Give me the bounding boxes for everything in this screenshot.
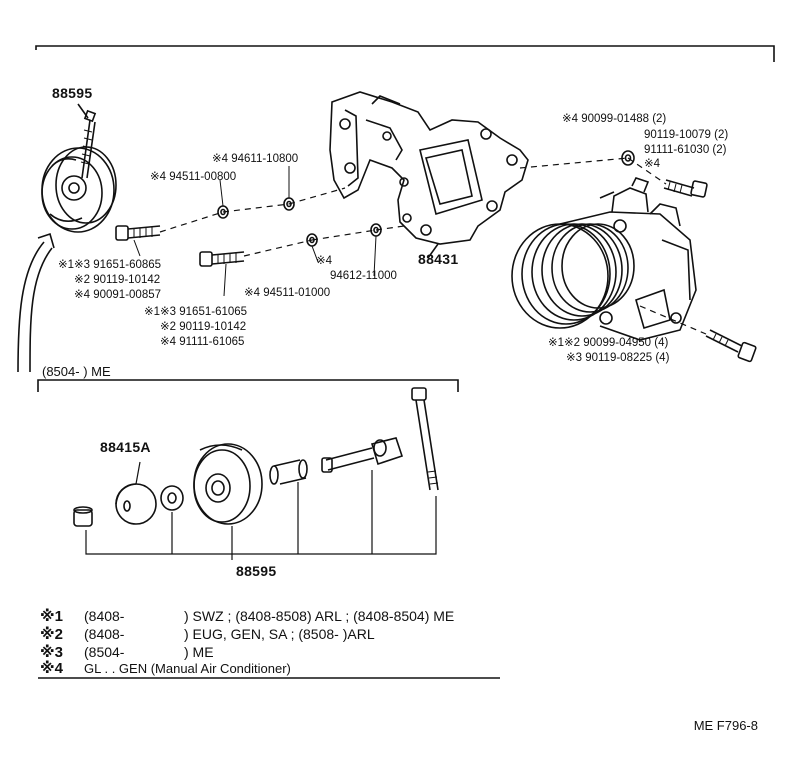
label-91651-61065: ※1※3 91651-61065 (144, 306, 248, 318)
note-3: ※3 (8504- ) ME (40, 644, 214, 661)
label-idler-assy: 88415A (100, 439, 151, 455)
label-90091-00857: ※4 90091-00857 (74, 289, 162, 301)
label-pulley-top: 88595 (52, 85, 93, 101)
note-4-mark: ※4 (40, 660, 63, 677)
pulley-top-bolt (80, 109, 97, 179)
frame-top-line (35, 45, 775, 62)
compressor-illustration (511, 177, 697, 341)
note-1-mark: ※1 (40, 608, 63, 625)
note-1-text1: (8408- (84, 608, 125, 624)
label-94611-10800: ※4 94611-10800 (212, 153, 299, 165)
label-94612-11000: 94612-11000 (330, 270, 397, 282)
note-3-text2: ) ME (184, 644, 214, 660)
label-90119-10142-b: ※2 90119-10142 (160, 321, 247, 333)
curved-arrow (17, 232, 55, 373)
pulley-top-illustration (41, 146, 117, 233)
bolt-right-61030 (663, 179, 708, 198)
label-90119-10079: 90119-10079 (2) (644, 129, 729, 141)
label-91651-60865: ※1※3 91651-60865 (58, 259, 162, 271)
bottom-connector-lines (85, 461, 437, 560)
label-pulley-bottom: 88595 (236, 563, 277, 579)
label-90119-10142-a: ※2 90119-10142 (74, 274, 161, 286)
note-1: ※1 (8408- ) SWZ ; (8408-8508) ARL ; (8408-… (40, 608, 454, 625)
label-mark-4: ※4 (316, 255, 333, 267)
label-bracket: 88431 (418, 251, 459, 267)
note-4-text1: GL . . GEN (Manual Air Conditioner) (84, 661, 291, 676)
label-90099-04950: ※1※2 90099-04950 (4) (548, 337, 669, 349)
note-4: ※4 GL . . GEN (Manual Air Conditioner) (40, 661, 291, 677)
label-94511-00800: ※4 94511-00800 (150, 171, 237, 183)
label-91111-61030: 91111-61030 (2) (644, 144, 727, 156)
label-94511-01000: ※4 94511-01000 (244, 287, 331, 299)
idler-parts (73, 387, 439, 527)
bolt-61065 (199, 251, 245, 267)
note-1-text2: ) SWZ ; (8408-8508) ARL ; (8408-8504) ME (184, 608, 455, 624)
label-90099-01488: ※4 90099-01488 (2) (562, 113, 667, 125)
bolt-60865 (115, 225, 161, 241)
bolt-lower-right (705, 329, 757, 363)
label-mark-4-right: ※4 (644, 158, 661, 170)
note-2-mark: ※2 (40, 626, 63, 643)
note-2-text1: (8408- (84, 626, 125, 642)
figure-code: ME F796-8 (693, 718, 758, 733)
bracket-illustration (329, 91, 529, 245)
note-3-text1: (8504- (84, 644, 125, 660)
note-2-text2: ) EUG, GEN, SA ; (8508- )ARL (184, 626, 375, 642)
label-91111-61065: ※4 91111-61065 (160, 336, 245, 348)
section-label: (8504- ) ME (42, 364, 111, 379)
note-3-mark: ※3 (40, 644, 63, 661)
section-box (37, 379, 459, 392)
alignment-dashes (159, 157, 707, 335)
label-90119-08225: ※3 90119-08225 (4) (566, 352, 670, 364)
note-2: ※2 (8408- ) EUG, GEN, SA ; (8508- )ARL (40, 626, 375, 643)
